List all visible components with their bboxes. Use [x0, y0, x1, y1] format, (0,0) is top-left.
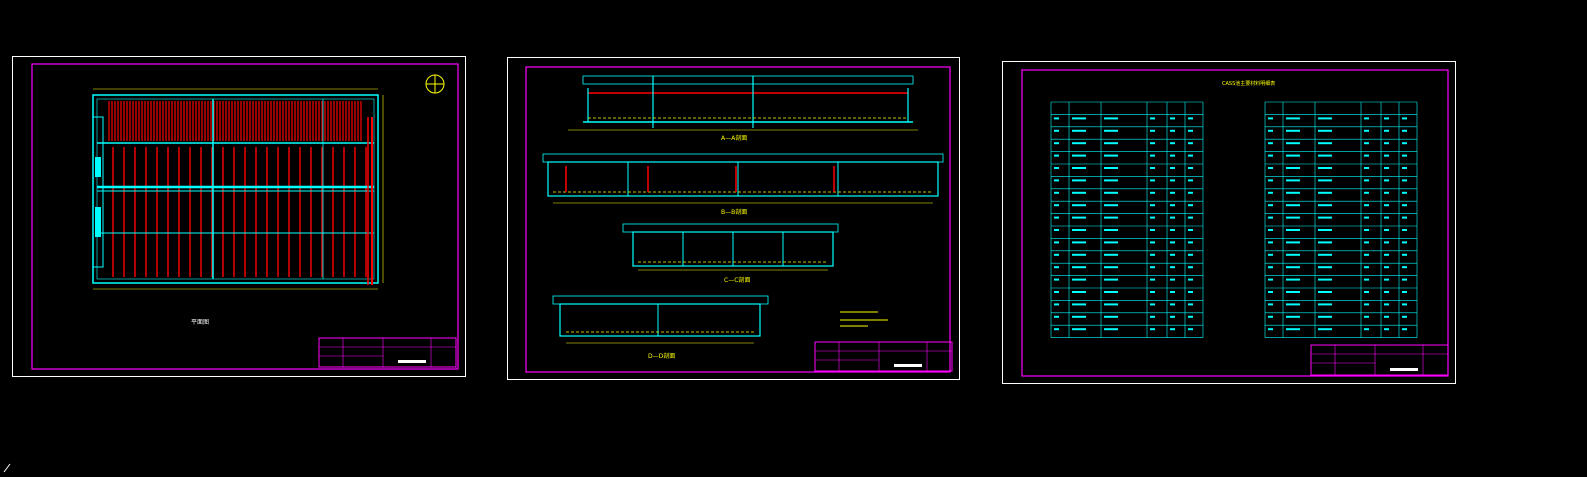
title-block — [1310, 344, 1449, 376]
drawing-sheet-table[interactable]: CASS池主要材料明细表 — [1002, 61, 1456, 384]
table-drawing — [1021, 69, 1449, 377]
drawing-sheet-plan[interactable]: 平面图 — [12, 56, 466, 377]
section-label-a: A—A剖面 — [721, 135, 748, 142]
drawing-sheet-sections[interactable]: A—A剖面 B—B剖面 C—C剖面 D—D剖面 — [507, 57, 960, 380]
section-label-c: C—C剖面 — [724, 277, 751, 284]
section-b — [542, 153, 944, 204]
section-d — [552, 295, 769, 344]
sections-drawing — [525, 66, 953, 373]
title-block — [318, 337, 457, 368]
plan-title: 平面图 — [191, 319, 210, 326]
title-block — [814, 341, 953, 372]
section-label-d: D—D剖面 — [648, 353, 676, 360]
table-title: CASS池主要材料明细表 — [1222, 81, 1276, 87]
section-c — [622, 223, 839, 271]
section-a — [568, 75, 918, 131]
north-arrow-icon — [425, 74, 445, 94]
plan-drawing — [31, 63, 459, 370]
section-label-b: B—B剖面 — [721, 209, 748, 216]
cursor-icon — [3, 463, 11, 473]
notes — [840, 311, 888, 327]
